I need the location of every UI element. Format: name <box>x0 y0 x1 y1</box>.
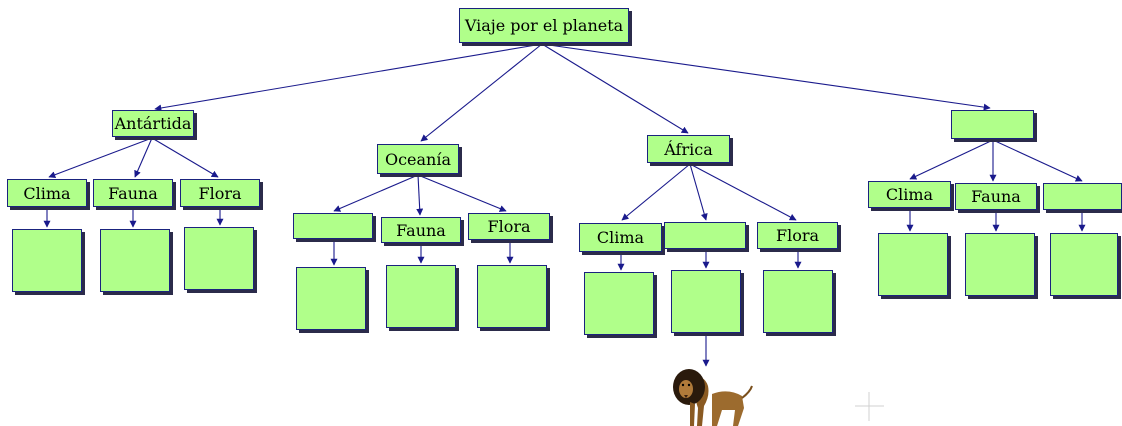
node-antartida-flora[interactable]: Flora <box>180 179 260 207</box>
content-box-antartida-flora[interactable] <box>184 227 254 290</box>
node-continent4-item3[interactable] <box>1043 183 1122 210</box>
node-oceania-flora[interactable]: Flora <box>468 213 550 240</box>
edge-antartida-clima <box>48 137 153 179</box>
node-africa-item2[interactable] <box>664 222 746 249</box>
edge-oceania-fauna <box>416 174 424 216</box>
content-box-continent4-fauna[interactable] <box>965 233 1035 296</box>
node-antartida-fauna[interactable]: Fauna <box>93 179 173 207</box>
content-box-continent4-item3[interactable] <box>1050 233 1118 296</box>
edge-oceania-flora <box>417 174 507 212</box>
node-continent4-fauna[interactable]: Fauna <box>955 183 1037 210</box>
node-africa-flora[interactable]: Flora <box>757 222 838 249</box>
node-oceania-item1[interactable] <box>293 213 373 239</box>
edge-oceania-item1 <box>333 174 419 212</box>
edge-root-oceania <box>420 43 543 142</box>
edge-root-antartida <box>154 43 543 112</box>
node-continent-africa[interactable]: África <box>647 135 730 163</box>
node-oceania-fauna[interactable]: Fauna <box>381 217 461 243</box>
crosshair-cursor-icon <box>855 392 884 421</box>
node-africa-clima[interactable]: Clima <box>579 223 662 252</box>
node-continent4-clima[interactable]: Clima <box>868 181 951 208</box>
content-box-oceania-flora[interactable] <box>477 265 547 328</box>
edge-continent4-item3 <box>992 139 1083 182</box>
edge-continent4-clima <box>909 139 994 180</box>
content-box-africa-clima[interactable] <box>584 272 654 335</box>
edge-root-continent-4 <box>541 43 991 111</box>
node-continent-4[interactable] <box>951 110 1034 139</box>
content-box-oceania-fauna[interactable] <box>386 265 456 328</box>
edge-africa-item2 <box>689 163 708 221</box>
edge-root-africa <box>541 43 689 134</box>
edge-antartida-flora <box>151 137 219 178</box>
node-root[interactable]: Viaje por el planeta <box>459 8 629 43</box>
edge-antartida-fauna <box>134 137 153 178</box>
content-box-oceania-item1[interactable] <box>296 267 366 330</box>
node-continent-antartida[interactable]: Antártida <box>112 110 194 137</box>
content-box-africa-item2[interactable] <box>671 270 741 333</box>
content-box-africa-flora[interactable] <box>763 270 833 333</box>
node-continent-oceania[interactable]: Oceanía <box>377 144 459 174</box>
content-box-continent4-clima[interactable] <box>878 233 948 296</box>
edge-africa-flora <box>689 163 797 221</box>
content-box-antartida-clima[interactable] <box>12 229 82 292</box>
edge-africa-clima <box>621 163 691 221</box>
node-antartida-clima[interactable]: Clima <box>7 179 87 207</box>
content-box-antartida-fauna[interactable] <box>100 229 170 292</box>
lion-image <box>673 369 753 426</box>
